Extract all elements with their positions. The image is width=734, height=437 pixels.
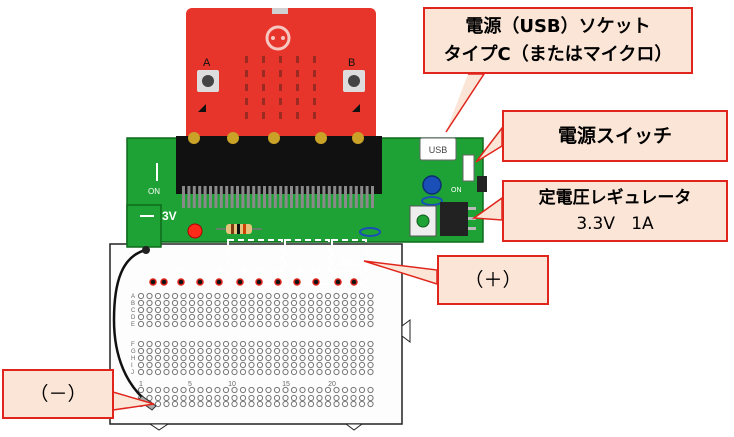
pin-label: 16: [310, 267, 322, 279]
pin-label: 2: [216, 267, 222, 279]
row-letter: A: [131, 294, 135, 300]
regulator-callout-line1: 定電圧レギュレータ: [538, 188, 692, 208]
row-letter: C: [131, 308, 136, 314]
power-led: [187, 223, 203, 239]
pin-label: 0: [178, 267, 184, 279]
power-switch-callout: 電源スイッチ: [502, 110, 728, 162]
i2c-label: I2C: [341, 258, 357, 269]
svg-text:A: A: [203, 57, 211, 69]
minus-terminal-callout: （－）: [2, 369, 114, 419]
column-number: 20: [328, 381, 336, 388]
row-letter: D: [131, 315, 136, 321]
microbit: A B: [186, 8, 376, 144]
pin-label: 14: [272, 267, 285, 279]
usb-socket-callout: 電源（USB）ソケット タイプC（またはマイクロ）: [423, 7, 693, 74]
callout-pointers: [112, 73, 503, 411]
svg-text:B: B: [348, 57, 355, 69]
voltage-label: 3V: [162, 209, 177, 223]
usb-callout-line1: 電源（USB）ソケット: [465, 16, 651, 37]
pin-label: -: [162, 267, 166, 279]
power-switch-label: 電源スイッチ: [557, 125, 672, 147]
row-letter: G: [131, 349, 136, 355]
pin-label: +: [150, 267, 156, 279]
on-label-right: ON: [451, 187, 462, 194]
pin-label: 12: [234, 267, 246, 279]
row-letter: E: [131, 322, 135, 328]
pin-label: 13: [253, 267, 265, 279]
regulator-callout-line2: 3.3V 1A: [576, 214, 654, 234]
on-label-left: ON: [148, 187, 160, 196]
row-letter: J: [131, 370, 134, 376]
column-number: 1: [139, 381, 143, 388]
row-letter: I: [131, 363, 133, 369]
usb-callout-line2: タイプC（またはマイクロ）: [443, 44, 673, 65]
plus-terminal-callout: （＋）: [437, 255, 549, 305]
row-letter: H: [131, 356, 135, 362]
ground-wire: [112, 248, 151, 405]
regulator-callout: 定電圧レギュレータ 3.3V 1A: [502, 180, 728, 242]
pin-label: SDA: [347, 271, 362, 278]
minus-label: （－）: [29, 383, 87, 405]
row-letter: B: [131, 301, 135, 307]
column-number: 15: [282, 381, 290, 388]
usb-socket-label: USB: [429, 145, 448, 155]
pin-label: 1: [197, 267, 203, 279]
pcb-board: ON 3V USB ON: [126, 132, 487, 248]
plus-label: （＋）: [464, 269, 522, 291]
column-number: 5: [188, 381, 192, 388]
pin-label: SCL: [331, 271, 346, 278]
pin-label: 15: [291, 267, 303, 279]
column-number: 10: [228, 381, 236, 388]
row-letter: F: [131, 342, 135, 348]
